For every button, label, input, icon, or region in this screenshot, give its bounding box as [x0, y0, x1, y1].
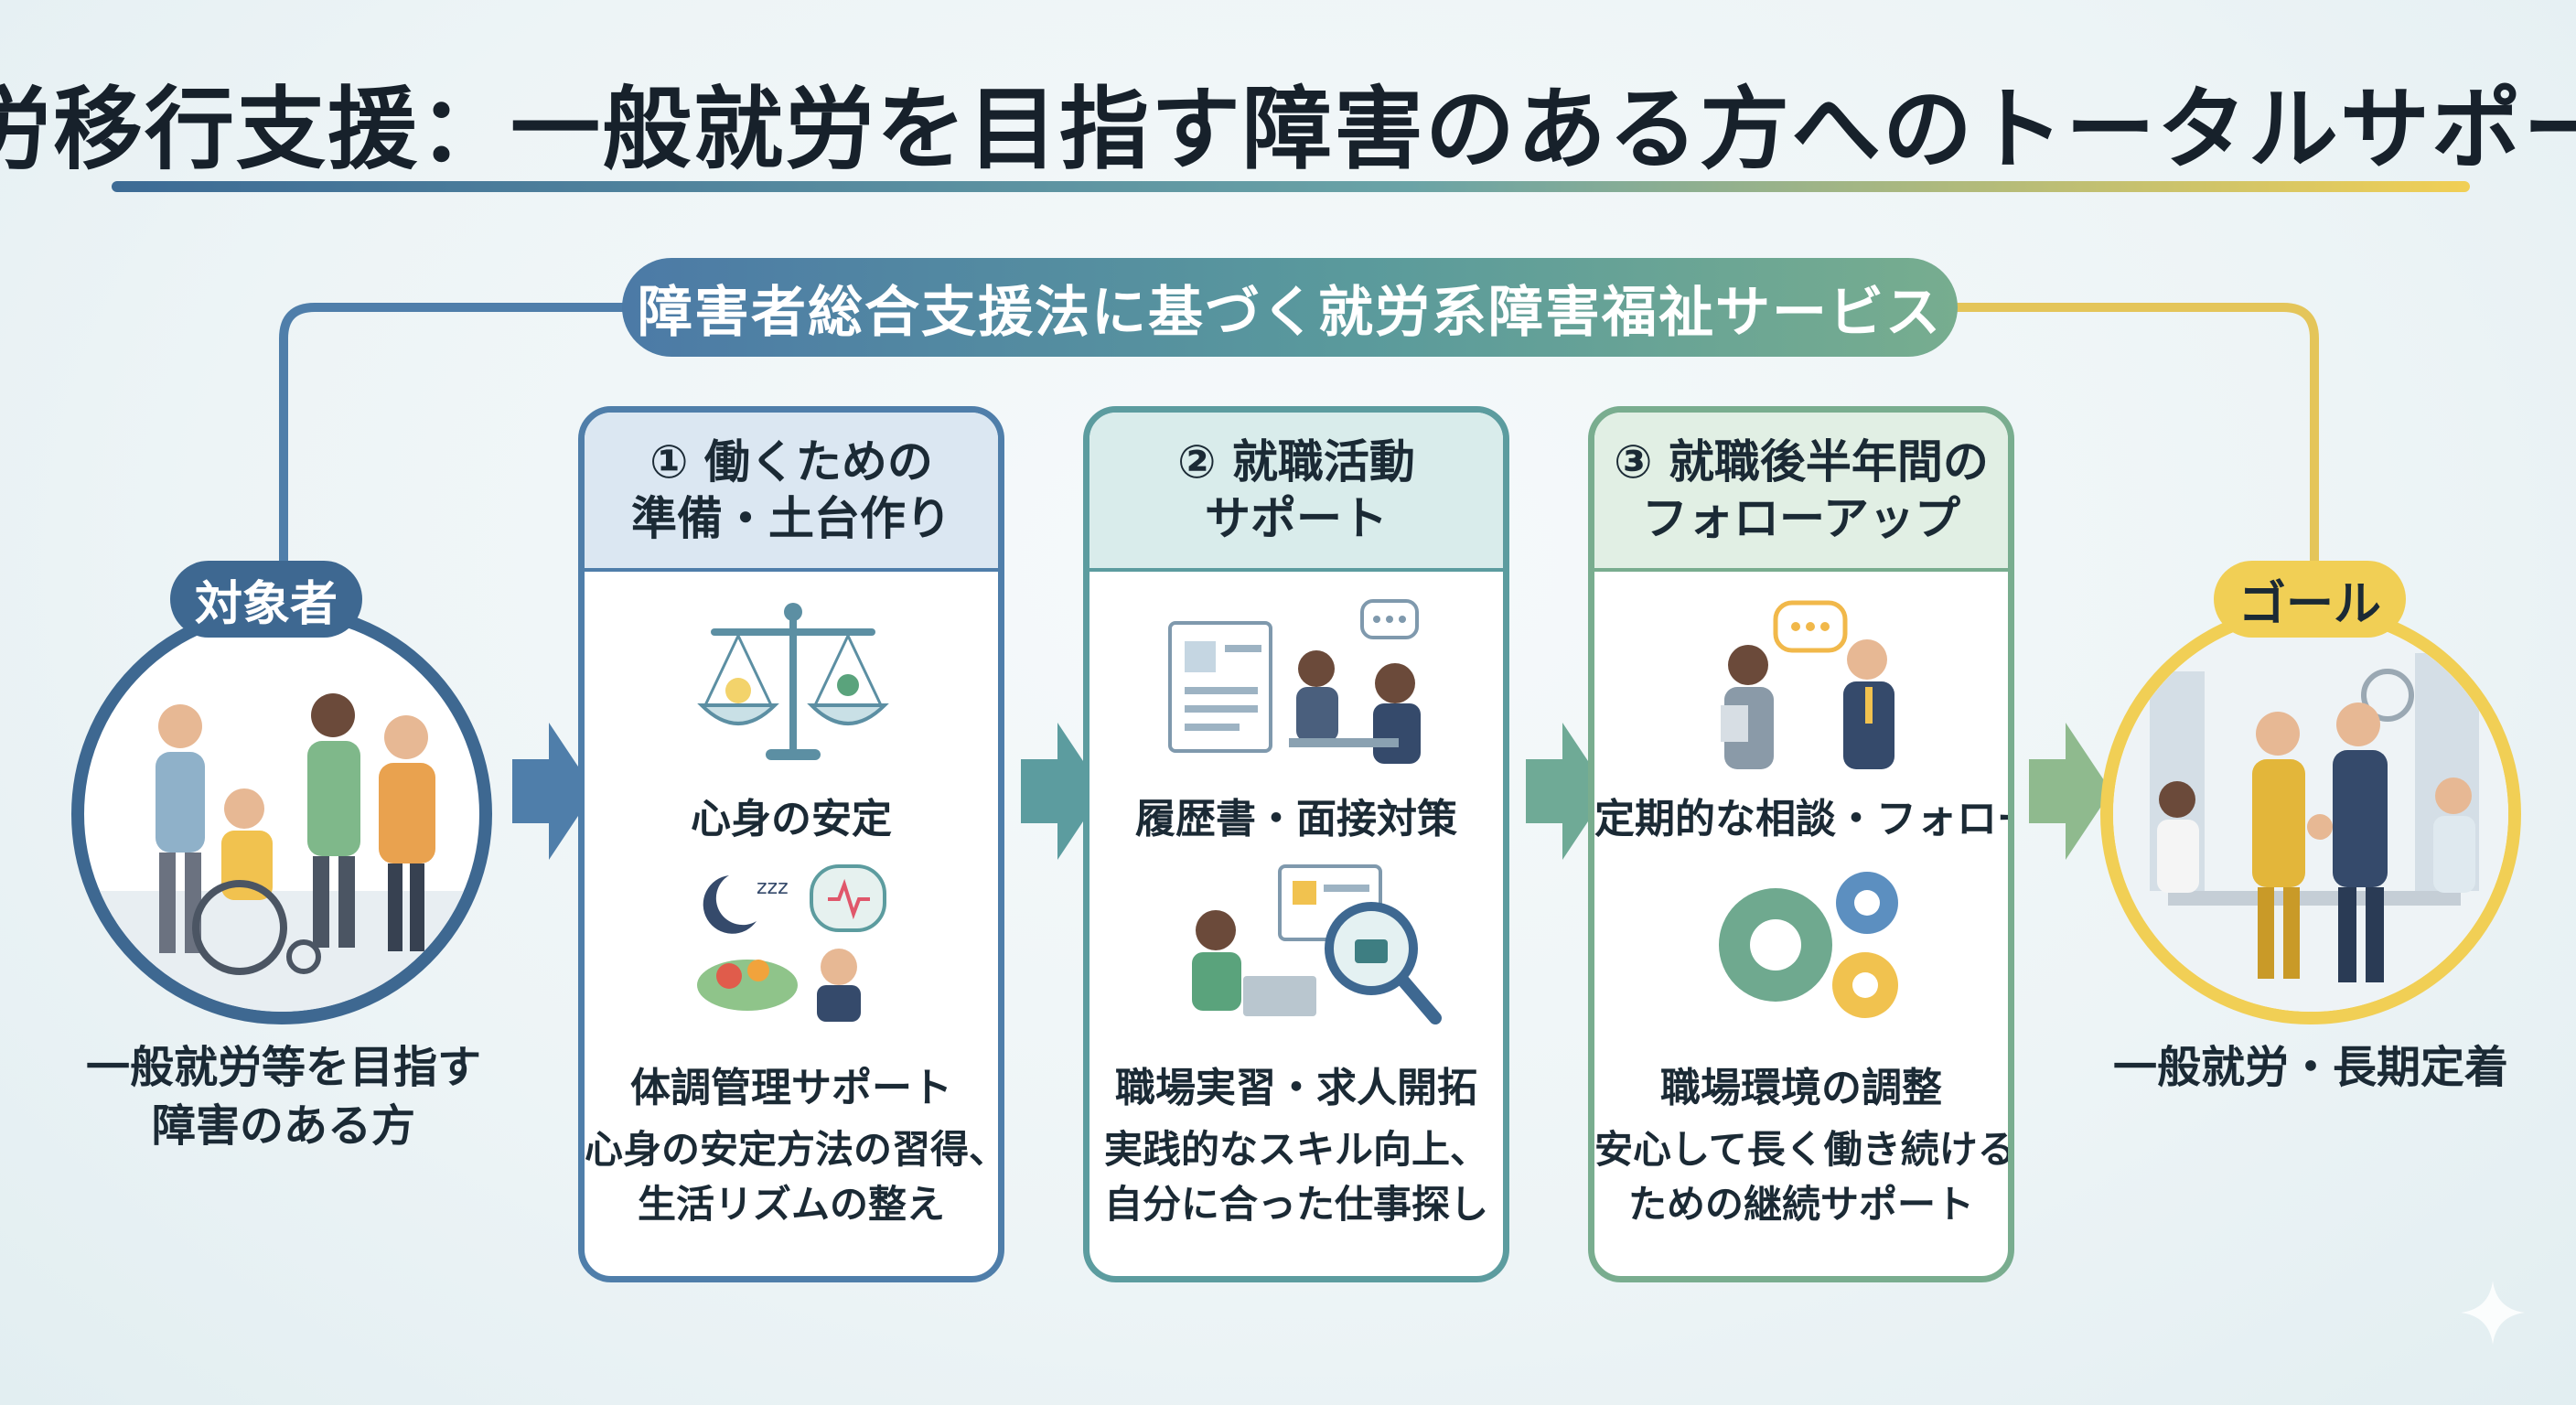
target-circle	[71, 604, 492, 1024]
step-heading: ③ 就職後半年間のフォローアップ	[1594, 413, 2008, 572]
step-description: 心身の安定方法の習得、 生活リズムの整え	[585, 1127, 1004, 1227]
goal-badge: ゴール	[2214, 561, 2406, 638]
arrow-right-icon	[1526, 723, 1608, 860]
page-title: 就労移行支援：一般就労を目指す障害のある方へのトータルサポート	[0, 78, 2576, 182]
sparkle-icon	[2461, 1281, 2525, 1345]
step-description: 安心して長く働き続ける ための継続サポート	[1594, 1127, 2014, 1227]
arrow-right-icon	[1021, 723, 1103, 860]
service-banner: 障害者総合支援法に基づく就労系障害福祉サービス	[622, 258, 1958, 357]
arrow-right-icon	[2029, 723, 2111, 860]
step-heading: ② 就職活動サポート	[1089, 413, 1503, 572]
step-description: 実践的なスキル向上、 自分に合った仕事探し	[1103, 1127, 1488, 1227]
balance-scale-icon	[697, 603, 889, 760]
job-search-icon	[1192, 864, 1442, 1024]
item-label: 職場環境の調整	[1660, 1065, 1942, 1111]
handshake-office-icon	[2113, 617, 2508, 1012]
step-card-1: ① 働くための準備・土台作り 心身の安定 zzz	[578, 406, 1004, 1282]
step-card-3: ③ 就職後半年間のフォローアップ 定期的な相談・フォロー 職場環境の調整 安心し…	[1588, 406, 2014, 1282]
target-badge: 対象者	[170, 561, 362, 638]
svg-text:zzz: zzz	[757, 876, 789, 899]
gears-icon	[1719, 872, 1898, 1018]
people-group-icon	[84, 693, 479, 1012]
goal-circle	[2100, 604, 2521, 1024]
arrow-right-icon	[512, 723, 595, 860]
item-label: 定期的な相談・フォロー	[1594, 796, 2014, 842]
item-label: 心身の安定	[691, 796, 892, 842]
step-card-2: ② 就職活動サポート 履歴書・面接対策	[1083, 406, 1509, 1282]
resume-interview-icon	[1168, 599, 1421, 764]
goal-label: 一般就労・長期定着	[2112, 1042, 2508, 1093]
title-underline	[112, 181, 2470, 192]
target-label: 一般就労等を目指す 障害のある方	[85, 1042, 481, 1152]
consultation-icon	[1721, 600, 1894, 769]
item-label: 履歴書・面接対策	[1135, 796, 1457, 842]
item-label: 職場実習・求人開拓	[1115, 1065, 1477, 1111]
step-heading: ① 働くための準備・土台作り	[585, 413, 998, 572]
sleep-health-icon: zzz	[697, 864, 886, 1022]
item-label: 体調管理サポート	[630, 1065, 952, 1111]
